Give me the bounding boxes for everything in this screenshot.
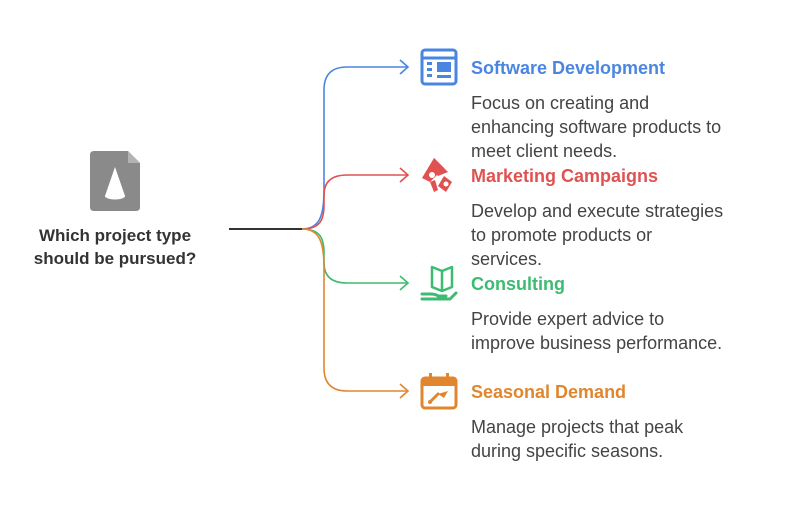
- arrow-seasonal: [399, 383, 410, 399]
- arrow-software: [399, 59, 410, 75]
- desc-line: Focus on creating and: [471, 93, 650, 113]
- question-line-1: Which project type: [38, 226, 192, 245]
- option-desc-consulting: Provide expert advice to improve busines…: [471, 307, 781, 355]
- desc-line: improve business performance.: [471, 333, 723, 353]
- option-desc-marketing: Develop and execute strategies to promot…: [471, 199, 781, 271]
- book-hand-icon: [420, 265, 458, 301]
- arrow-marketing: [399, 167, 410, 183]
- desc-line: services.: [471, 249, 543, 269]
- branch-seasonal: [301, 228, 408, 392]
- desc-line: Manage projects that peak: [471, 417, 684, 437]
- desc-line: enhancing software products to: [471, 117, 722, 137]
- option-desc-software: Focus on creating and enhancing software…: [471, 91, 781, 163]
- calendar-icon: [420, 373, 458, 410]
- desc-line: Develop and execute strategies: [471, 201, 724, 221]
- question-label: Which project type should be pursued?: [14, 224, 216, 270]
- option-title-consulting: Consulting: [471, 274, 565, 294]
- option-title-software: Software Development: [471, 58, 666, 78]
- branch-marketing: [301, 174, 408, 230]
- desc-line: Provide expert advice to: [471, 309, 665, 329]
- desc-line: meet client needs.: [471, 141, 618, 161]
- desc-line: during specific seasons.: [471, 441, 664, 461]
- option-desc-seasonal: Manage projects that peak during specifi…: [471, 415, 781, 463]
- option-title-seasonal: Seasonal Demand: [471, 382, 627, 402]
- desc-line: to promote products or: [471, 225, 653, 245]
- megaphone-icon: [422, 158, 452, 192]
- arrow-consulting: [399, 275, 410, 291]
- browser-layout-icon: [420, 48, 458, 86]
- question-line-2: should be pursued?: [33, 249, 197, 268]
- branch-software: [301, 66, 408, 230]
- document-cone-icon: [90, 151, 140, 211]
- option-title-marketing: Marketing Campaigns: [471, 166, 659, 186]
